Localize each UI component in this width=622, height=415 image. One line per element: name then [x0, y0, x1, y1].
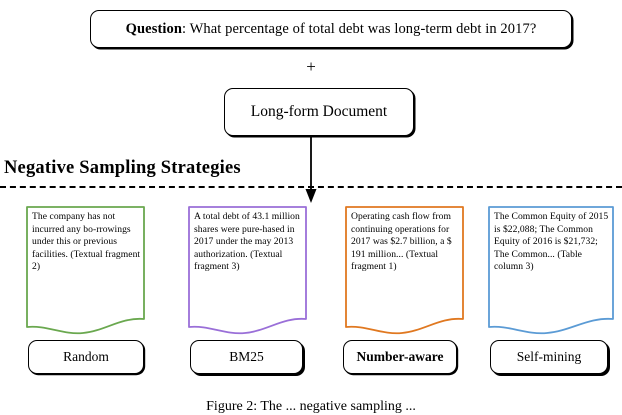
long-form-document-box: Long-form Document [224, 88, 414, 136]
card-shape-bm25 [188, 206, 307, 335]
strategy-label-self-mining: Self-mining [516, 349, 582, 364]
strategy-buttons: Random BM25 Number-aware Self-mining [0, 340, 622, 378]
strategy-button-number-aware[interactable]: Number-aware [343, 340, 457, 374]
strategy-label-bm25: BM25 [229, 349, 264, 364]
card-shape-self-mining [488, 206, 614, 335]
dashed-divider [0, 186, 622, 188]
strategy-label-number-aware: Number-aware [356, 349, 444, 364]
strategy-button-random[interactable]: Random [28, 340, 144, 374]
strategy-button-self-mining[interactable]: Self-mining [490, 340, 608, 374]
plus-symbol: + [306, 57, 316, 76]
card-text-self-mining: The Common Equity of 2015 is $22,088; Th… [494, 211, 609, 273]
card-bm25: A total debt of 43.1 million shares were… [187, 205, 308, 335]
negative-sample-cards: The company has not incurred any bo-rrow… [0, 205, 622, 335]
question-text: Question: What percentage of total debt … [126, 21, 537, 38]
card-random: The company has not incurred any bo-rrow… [25, 205, 146, 335]
question-box: Question: What percentage of total debt … [90, 10, 572, 48]
question-label: Question [125, 20, 183, 37]
figure-caption: Figure 2: The ... negative sampling ... [206, 399, 416, 414]
down-arrow-icon [305, 135, 317, 203]
card-self-mining: The Common Equity of 2015 is $22,088; Th… [487, 205, 615, 335]
question-body: : What percentage of total debt was long… [182, 20, 537, 37]
card-text-random: The company has not incurred any bo-rrow… [32, 211, 141, 273]
long-form-document-label: Long-form Document [250, 103, 388, 120]
strategy-button-bm25[interactable]: BM25 [190, 340, 303, 374]
card-text-bm25: A total debt of 43.1 million shares were… [194, 211, 300, 273]
section-heading: Negative Sampling Strategies [4, 158, 241, 178]
card-shape-number-aware [345, 206, 464, 335]
card-shape-random [26, 206, 145, 335]
card-number-aware: Operating cash flow from continuing oper… [344, 205, 465, 335]
card-text-number-aware: Operating cash flow from continuing oper… [351, 211, 452, 273]
strategy-label-random: Random [63, 349, 109, 364]
